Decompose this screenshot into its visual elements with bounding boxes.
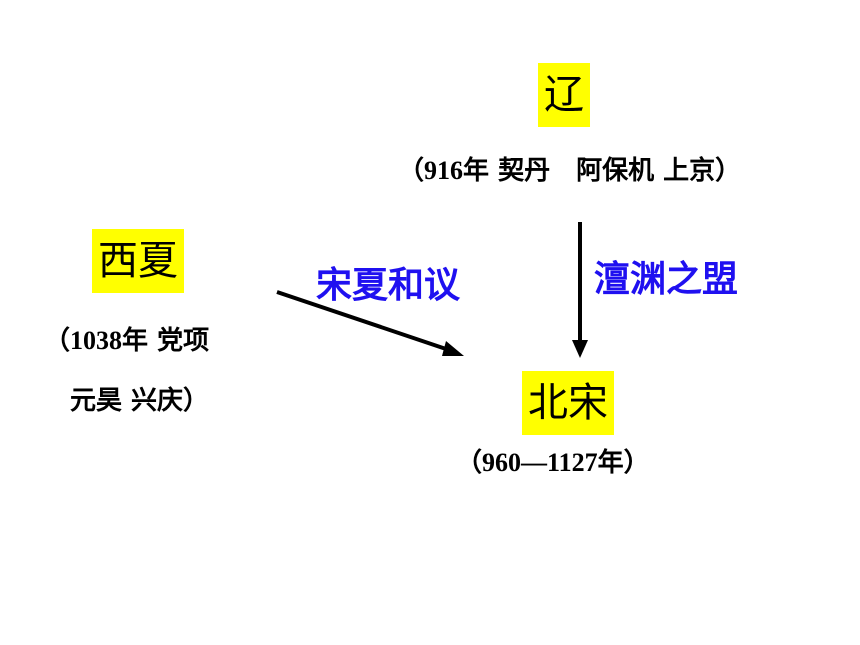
- note-beisong-open: （: [456, 448, 483, 478]
- node-beisong: 北宋: [522, 371, 614, 435]
- note-liao-year: 916: [424, 156, 464, 185]
- note-liao-close: ）: [715, 156, 742, 186]
- relation-song-xia: 宋夏和议: [316, 265, 461, 306]
- note-beisong-years: 960—1127: [482, 448, 598, 477]
- note-liao-open: （: [398, 156, 425, 186]
- note-xixia-rest: 年 党项: [122, 326, 210, 356]
- note-xixia-line1: （1038年 党项: [44, 324, 209, 358]
- node-liao: 辽: [538, 63, 590, 127]
- note-liao: （916年 契丹 阿保机 上京）: [398, 154, 741, 188]
- note-beisong: （960—1127年）: [456, 446, 650, 480]
- arrow-xixia-to-beisong-head: [442, 341, 464, 356]
- node-xixia: 西夏: [92, 229, 184, 293]
- note-beisong-close: ）: [623, 448, 650, 478]
- relation-chanyuan: 澶渊之盟: [594, 259, 739, 300]
- note-liao-rest: 年 契丹 阿保机 上京: [463, 156, 716, 186]
- arrow-xixia-to-beisong-line: [276, 290, 450, 352]
- note-xixia-open: （: [44, 326, 71, 356]
- arrow-liao-to-beisong-head: [572, 340, 588, 358]
- note-xixia-year: 1038: [70, 326, 123, 355]
- note-beisong-rest: 年: [597, 448, 624, 478]
- note-xixia-line2: 元昊 兴庆）: [70, 386, 210, 416]
